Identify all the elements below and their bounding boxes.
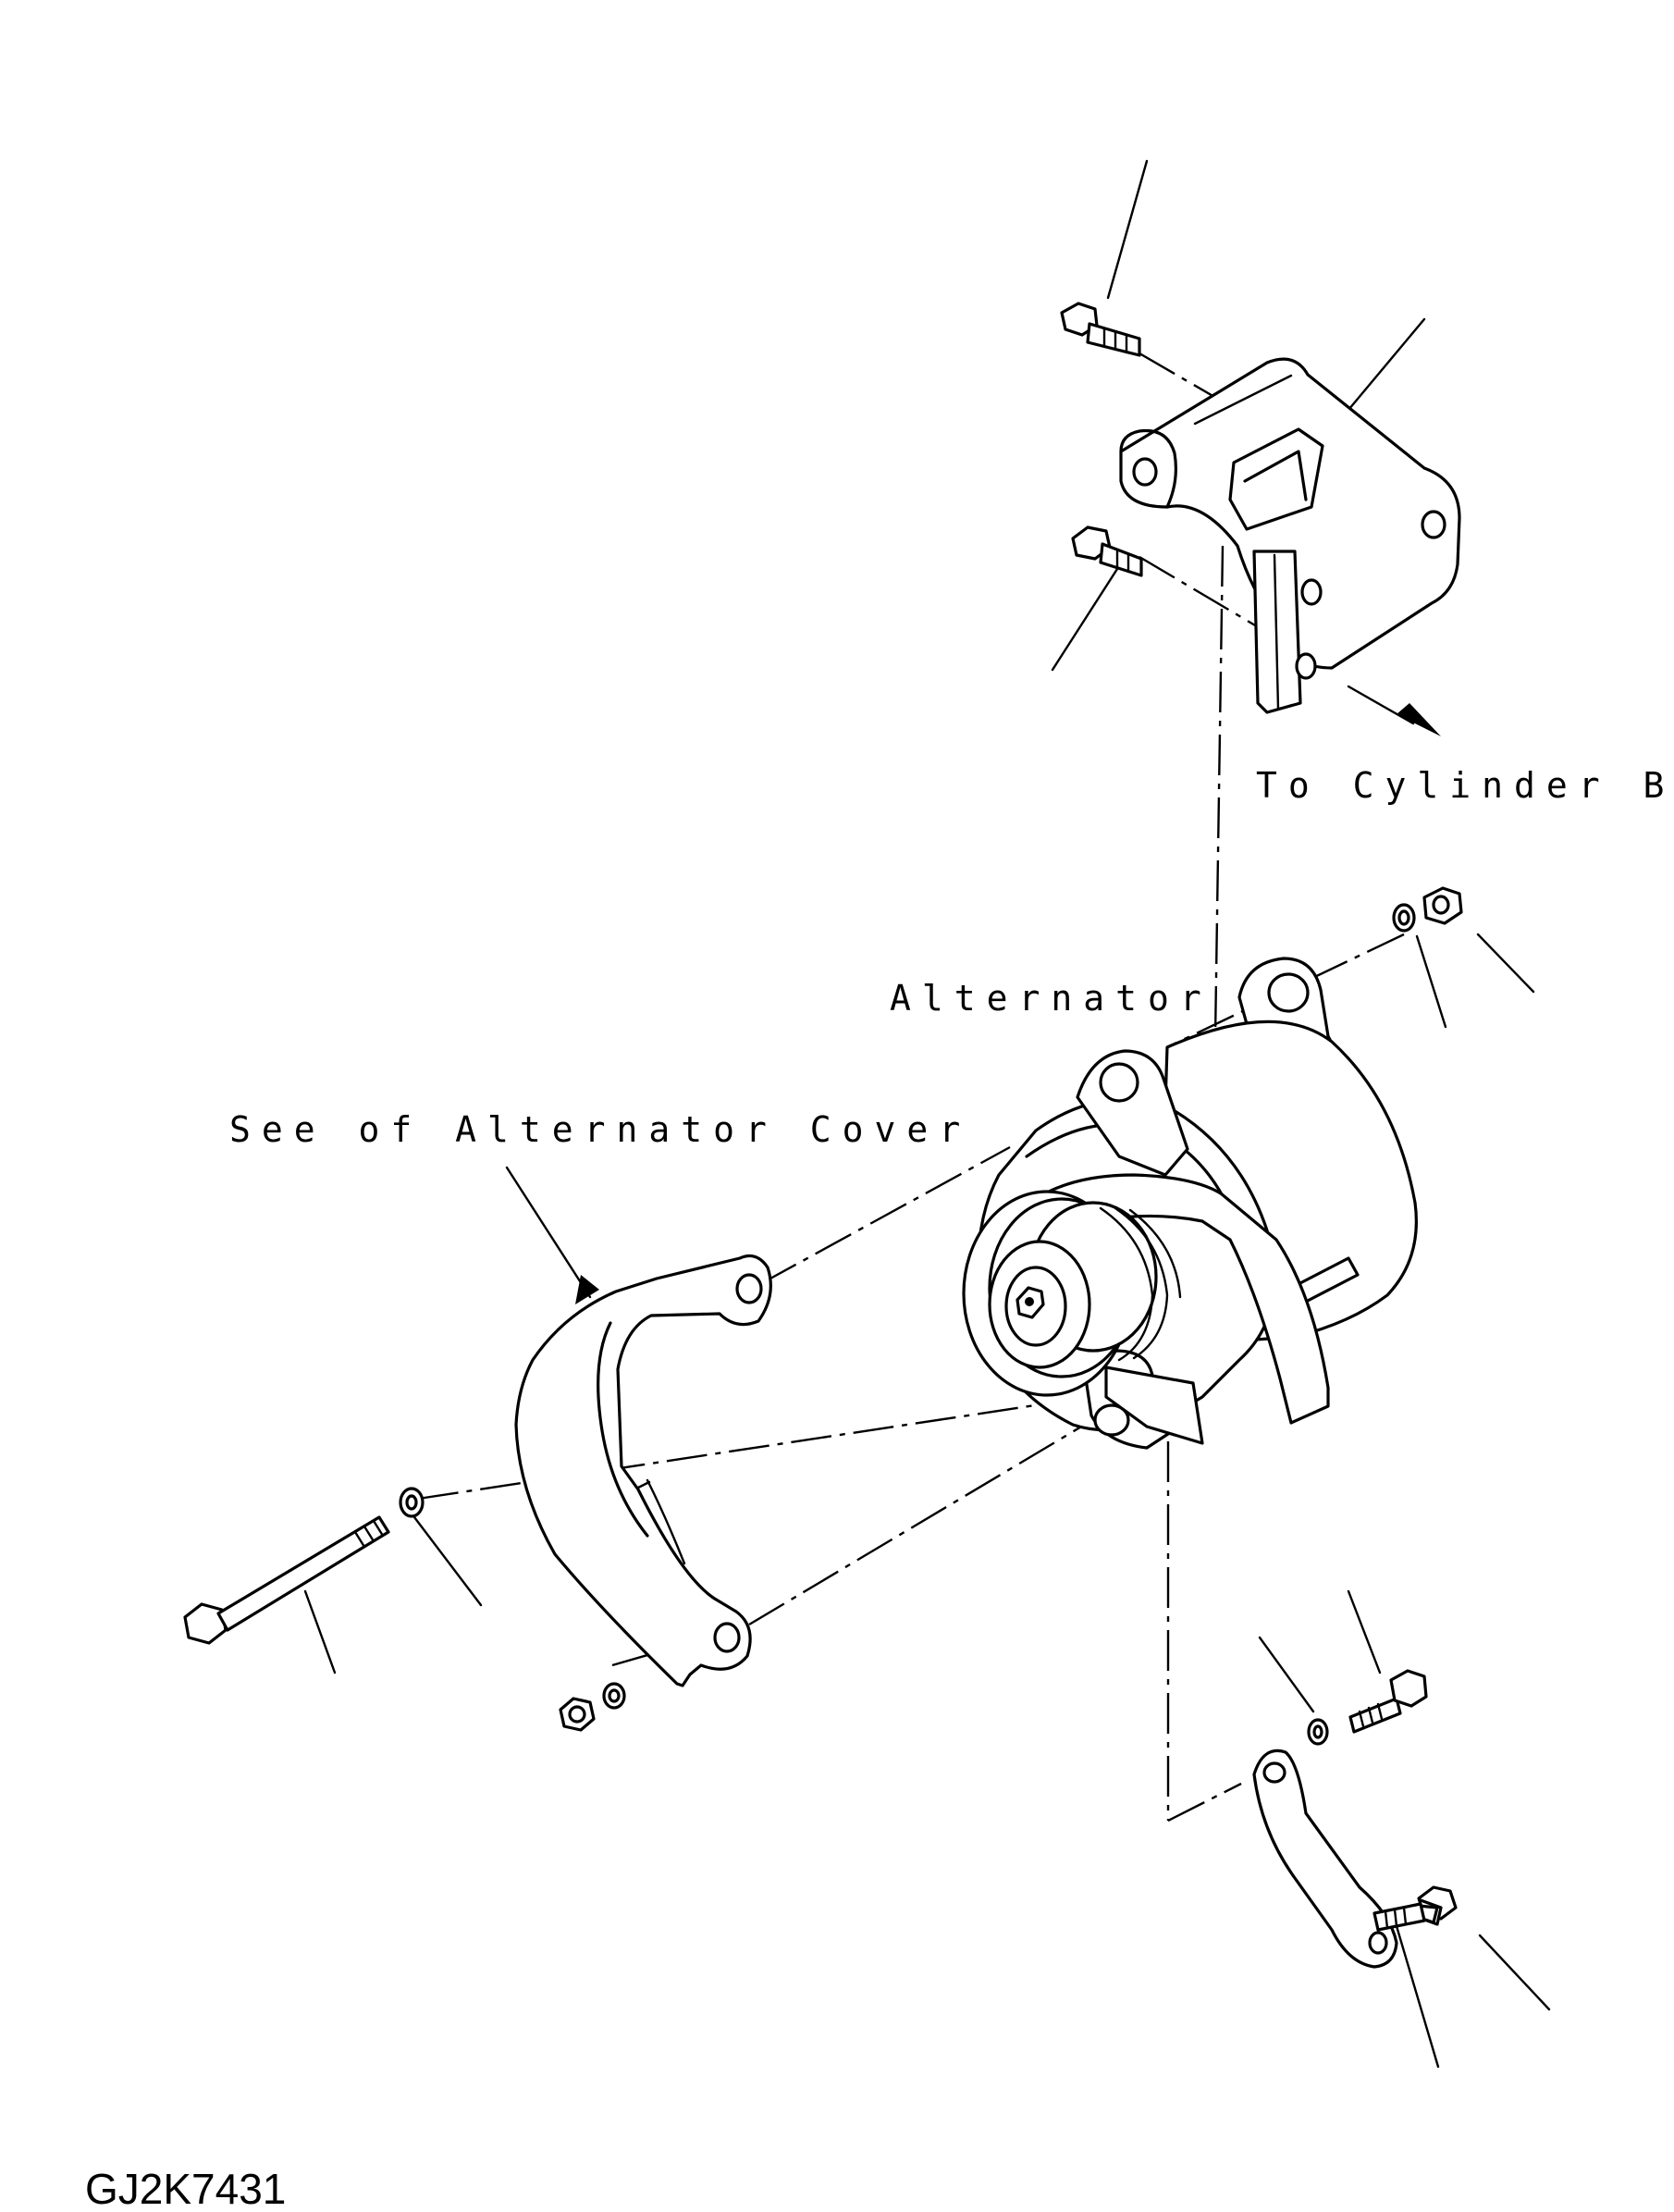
- adjusting-plate: [1252, 1749, 1398, 1969]
- flange-bolt-middle: [1071, 525, 1143, 577]
- nut-washer-lower-left: [559, 1682, 626, 1732]
- alternator: [962, 957, 1418, 1450]
- label-to-cylinder-block: To Cylinder Block: [1256, 765, 1674, 806]
- flange-bolt-top: [1060, 302, 1141, 357]
- nut-washer-upper-right: [1392, 886, 1463, 933]
- mounting-bracket: [1119, 357, 1461, 714]
- long-through-bolt: [183, 1487, 425, 1645]
- flange-bolt-bottom: [1372, 1885, 1458, 1932]
- label-alternator: Alternator: [890, 978, 1212, 1019]
- label-see-alternator-cover: See of Alternator Cover: [229, 1109, 971, 1150]
- leader-lines: [303, 159, 1551, 2069]
- adjusting-bolt: [1307, 1669, 1428, 1746]
- alternator-cover: [514, 1254, 772, 1687]
- drawing-code: GJ2K7431: [85, 2165, 286, 2212]
